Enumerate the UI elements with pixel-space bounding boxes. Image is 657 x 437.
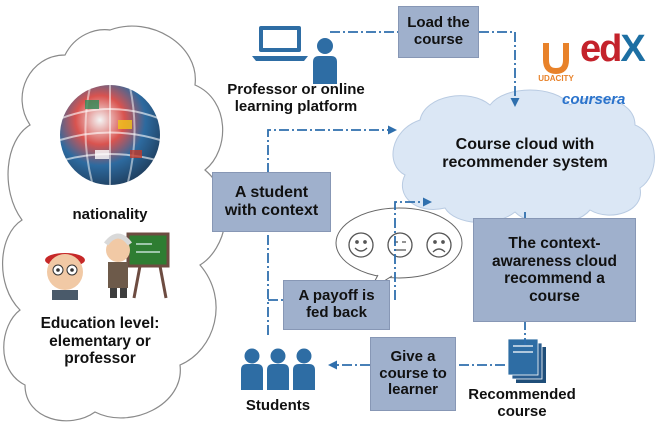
students-group-icon	[241, 348, 315, 390]
course-cloud-label: Course cloud with recommender system	[442, 136, 608, 172]
load-course-box: Load the course	[398, 6, 479, 58]
student-with-context-box: A student with context	[212, 172, 331, 232]
document-stack-icon	[507, 338, 546, 383]
give-course-box: Give a course to learner	[370, 337, 456, 411]
connector-context-to-cloud	[267, 125, 397, 335]
education-level-label: Education level: elementary or professor	[40, 315, 160, 367]
nationality-label: nationality	[72, 206, 148, 223]
feedback-speech-bubble	[335, 207, 463, 279]
sad-face-icon	[426, 232, 452, 258]
context-cloud	[2, 25, 227, 422]
coursera-logo: coursera	[562, 91, 626, 108]
payoff-box: A payoff is fed back	[283, 280, 390, 330]
udacity-logo-text: UDACITY	[538, 74, 574, 83]
connector-load-to-cloud	[479, 31, 520, 107]
globe-flags-icon	[59, 85, 161, 185]
udacity-u-icon	[543, 43, 569, 75]
edx-logo-x: X	[620, 28, 645, 70]
students-label: Students	[245, 397, 311, 414]
udacity-logo: UDACITY	[536, 40, 576, 92]
professor-label: Professor or online learning platform	[227, 81, 365, 115]
cartoon-teacher-icon	[104, 232, 170, 299]
cartoon-student-icon	[45, 253, 85, 300]
smiley-face-icon	[348, 232, 374, 258]
edx-logo-e: ed	[580, 28, 622, 70]
edx-logo: edX	[580, 28, 646, 70]
laptop-icon	[252, 26, 308, 61]
recommended-course-label: Recommended course	[468, 386, 576, 420]
person-icon	[313, 38, 337, 84]
context-awareness-box: The context- awareness cloud recommend a…	[473, 218, 636, 322]
connector-payoff-to-cloud	[394, 197, 432, 300]
